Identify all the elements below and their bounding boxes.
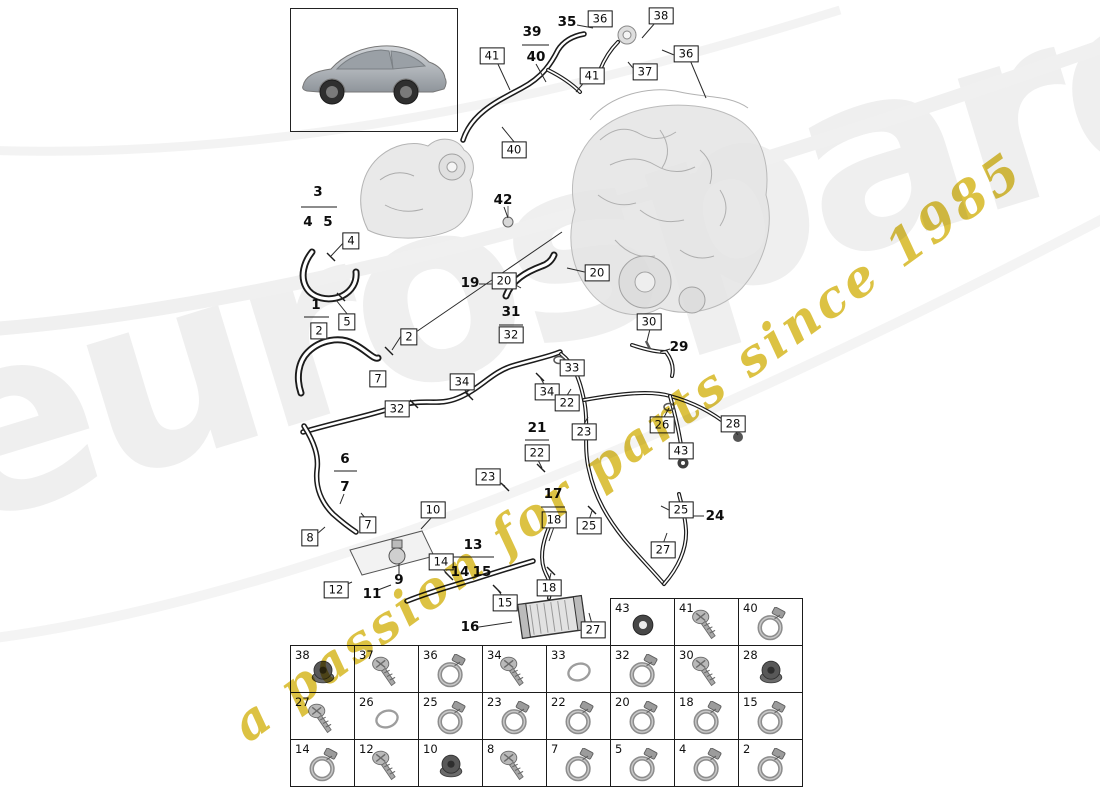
part-ref-32[interactable]: 32: [498, 326, 524, 344]
part-number: 30: [679, 648, 694, 662]
part-ref-4[interactable]: 4: [342, 232, 360, 250]
part-number: 25: [423, 695, 438, 709]
part-label-15[interactable]: 15: [472, 564, 492, 580]
part-ref-40[interactable]: 40: [501, 141, 527, 159]
part-number: 5: [615, 742, 623, 756]
part-ref-18[interactable]: 18: [536, 579, 562, 597]
part-ref-22[interactable]: 22: [554, 394, 580, 412]
part-number: 33: [551, 648, 566, 662]
part-ref-18[interactable]: 18: [541, 511, 567, 529]
part-number: 22: [551, 695, 566, 709]
hardware-targets: [502, 206, 743, 469]
part-number: 18: [679, 695, 694, 709]
part-ref-34[interactable]: 34: [449, 373, 475, 391]
engine-sketch: [570, 89, 770, 315]
car-inset: [290, 8, 458, 132]
part-ref-10[interactable]: 10: [420, 501, 446, 519]
part-label-4[interactable]: 4: [303, 214, 313, 230]
part-label-3[interactable]: 3: [313, 184, 323, 200]
part-number: 2: [743, 742, 751, 756]
part-ref-23[interactable]: 23: [475, 468, 501, 486]
part-number: 28: [743, 648, 758, 662]
part-number: 27: [295, 695, 310, 709]
part-ref-25[interactable]: 25: [576, 517, 602, 535]
part-ref-38[interactable]: 38: [648, 7, 674, 25]
part-label-29[interactable]: 29: [669, 339, 689, 355]
part-label-7[interactable]: 7: [340, 479, 350, 495]
part-ref-30[interactable]: 30: [636, 313, 662, 331]
part-label-40[interactable]: 40: [526, 49, 546, 65]
part-ref-34[interactable]: 34: [534, 383, 560, 401]
part-ref-36[interactable]: 36: [673, 45, 699, 63]
part-label-35[interactable]: 35: [557, 14, 577, 30]
part-number: 34: [487, 648, 502, 662]
part-ref-7[interactable]: 7: [359, 516, 377, 534]
part-number: 37: [359, 648, 374, 662]
part-ref-7[interactable]: 7: [369, 370, 387, 388]
part-label-16[interactable]: 16: [460, 619, 480, 635]
part-label-24[interactable]: 24: [705, 508, 725, 524]
part-label-14[interactable]: 14: [450, 564, 470, 580]
part-ref-32[interactable]: 32: [384, 400, 410, 418]
part-number: 40: [743, 601, 758, 615]
part-label-6[interactable]: 6: [340, 451, 350, 467]
part-number: 14: [295, 742, 310, 756]
part-ref-12[interactable]: 12: [323, 581, 349, 599]
part-ref-36[interactable]: 36: [587, 10, 613, 28]
part-number: 20: [615, 695, 630, 709]
part-label-39[interactable]: 39: [522, 24, 542, 40]
part-label-31[interactable]: 31: [501, 304, 521, 320]
part-number: 38: [295, 648, 310, 662]
part-ref-28[interactable]: 28: [720, 415, 746, 433]
part-number: 8: [487, 742, 495, 756]
part-number: 15: [743, 695, 758, 709]
part-number: 43: [615, 601, 630, 615]
part-number: 10: [423, 742, 438, 756]
part-ref-23[interactable]: 23: [571, 423, 597, 441]
thermostat-housing-sketch: [360, 138, 474, 239]
part-label-11[interactable]: 11: [362, 586, 382, 602]
parts-cell-2[interactable]: 2: [738, 739, 803, 787]
part-ref-15[interactable]: 15: [492, 594, 518, 612]
part-number: 32: [615, 648, 630, 662]
part-ref-8[interactable]: 8: [301, 529, 319, 547]
part-ref-2[interactable]: 2: [400, 328, 418, 346]
part-ref-41[interactable]: 41: [579, 67, 605, 85]
part-ref-27[interactable]: 27: [650, 541, 676, 559]
part-ref-20[interactable]: 20: [584, 264, 610, 282]
part-label-5[interactable]: 5: [323, 214, 333, 230]
part-ref-14[interactable]: 14: [428, 553, 454, 571]
part-ref-25[interactable]: 25: [668, 501, 694, 519]
part-ref-20[interactable]: 20: [491, 272, 517, 290]
part-number: 41: [679, 601, 694, 615]
part-number: 23: [487, 695, 502, 709]
part-ref-41[interactable]: 41: [479, 47, 505, 65]
part-label-42[interactable]: 42: [493, 192, 513, 208]
part-ref-5[interactable]: 5: [338, 313, 356, 331]
part-number: 4: [679, 742, 687, 756]
part-number: 12: [359, 742, 374, 756]
part-number: 7: [551, 742, 559, 756]
part-ref-2[interactable]: 2: [310, 322, 328, 340]
part-label-1[interactable]: 1: [311, 297, 321, 313]
part-ref-27[interactable]: 27: [580, 621, 606, 639]
part-ref-37[interactable]: 37: [632, 63, 658, 81]
car-side-view-icon: [302, 45, 447, 105]
part-label-13[interactable]: 13: [463, 537, 483, 553]
part-ref-43[interactable]: 43: [668, 442, 694, 460]
part-number: 26: [359, 695, 374, 709]
part-number: 36: [423, 648, 438, 662]
part-ref-22[interactable]: 22: [524, 444, 550, 462]
part-label-9[interactable]: 9: [394, 572, 404, 588]
part-ref-33[interactable]: 33: [559, 359, 585, 377]
part-label-19[interactable]: 19: [460, 275, 480, 291]
part-label-17[interactable]: 17: [543, 486, 563, 502]
part-ref-26[interactable]: 26: [649, 416, 675, 434]
part-label-21[interactable]: 21: [527, 420, 547, 436]
